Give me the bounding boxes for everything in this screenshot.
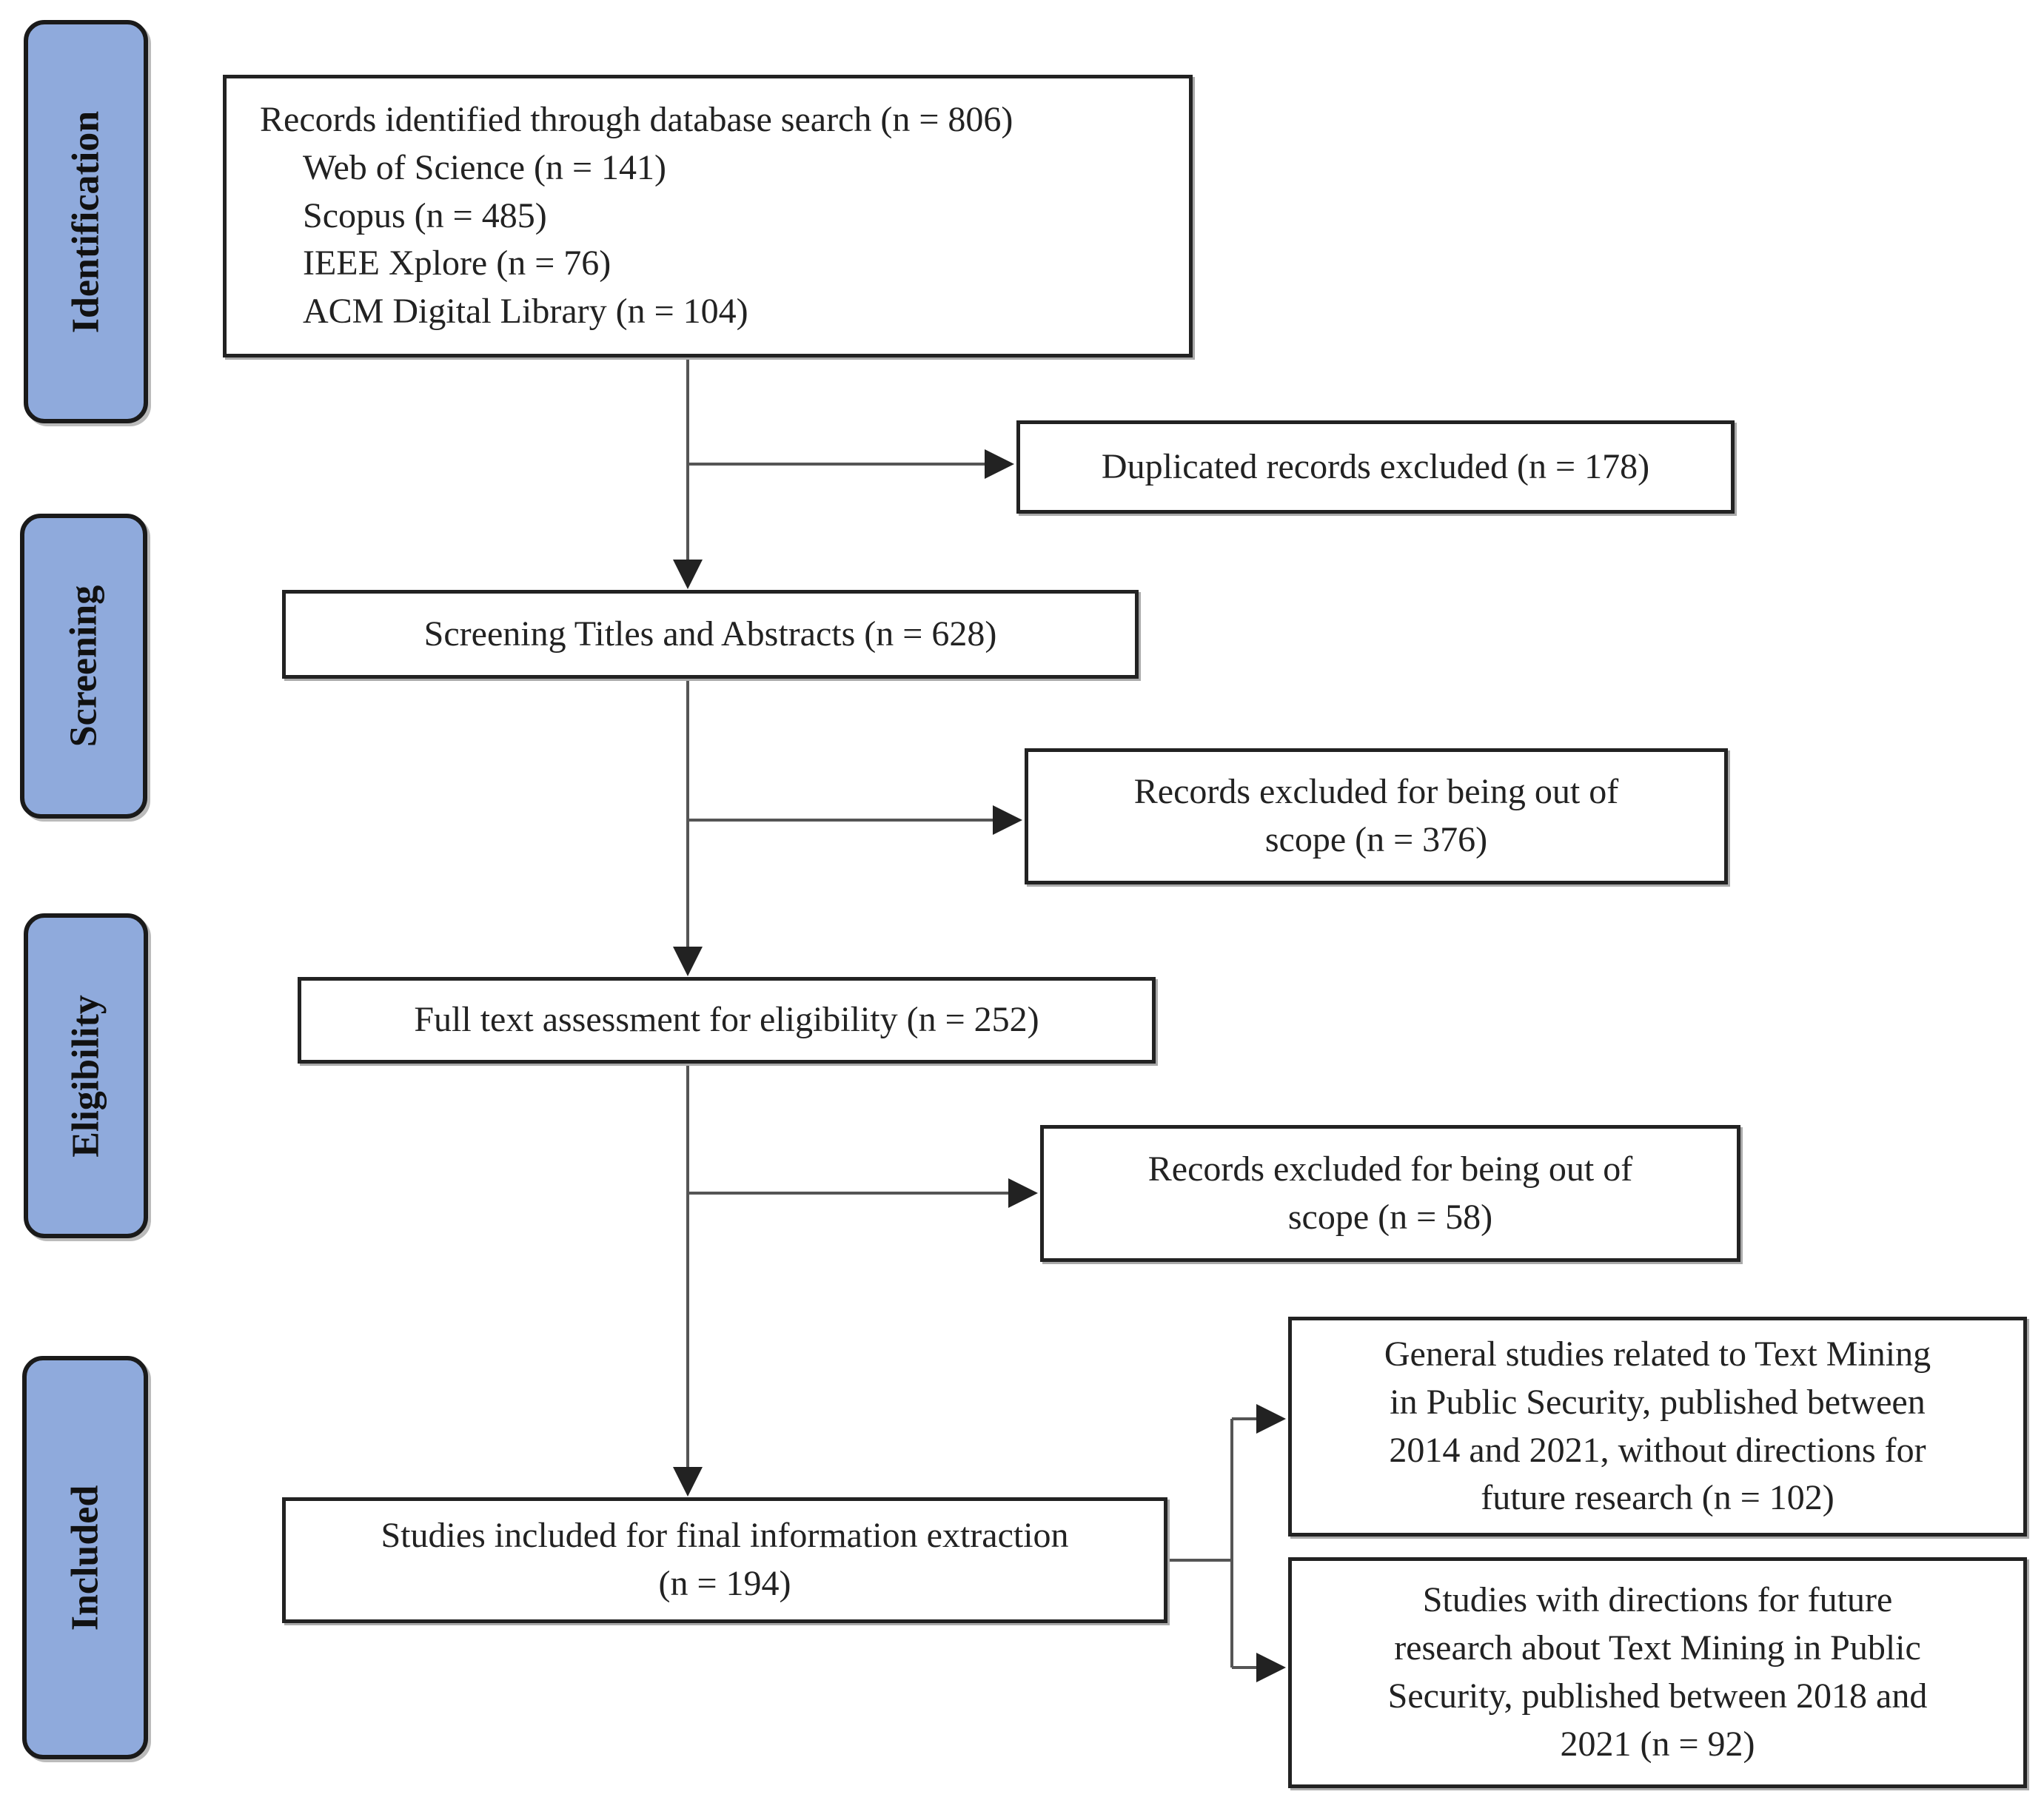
source-item: IEEE Xplore (n = 76) <box>303 244 611 283</box>
general-studies-box: General studies related to Text Mining in… <box>1288 1317 2027 1537</box>
duplicates-box: Duplicated records excluded (n = 178) <box>1016 420 1735 514</box>
box-text: in Public Security, published between <box>1390 1382 1926 1422</box>
box-text: future research (n = 102) <box>1481 1478 1834 1518</box>
source-item: ACM Digital Library (n = 104) <box>303 292 748 332</box>
stage-included: Included <box>22 1356 148 1759</box>
box-text: Duplicated records excluded (n = 178) <box>1101 446 1650 486</box>
identified-records-box: Records identified through database sear… <box>223 75 1193 357</box>
excluded-scope-2-box: Records excluded for being out of scope (… <box>1040 1125 1740 1262</box>
identified-title: Records identified through database sear… <box>260 100 1013 139</box>
box-text: Screening Titles and Abstracts (n = 628) <box>423 614 997 654</box>
box-text: Studies with directions for future <box>1422 1580 1893 1620</box>
stage-identification: Identification <box>24 20 148 423</box>
box-text: Studies included for final information e… <box>381 1516 1069 1556</box>
box-text: Records excluded for being out of <box>1147 1149 1633 1189</box>
future-research-box: Studies with directions for future resear… <box>1288 1557 2027 1788</box>
box-text: scope (n = 58) <box>1287 1197 1493 1237</box>
stage-eligibility: Eligibility <box>24 913 148 1238</box>
box-text: Records excluded for being out of <box>1133 772 1619 812</box>
stage-screening: Screening <box>20 514 147 819</box>
box-text: 2021 (n = 92) <box>1560 1724 1755 1764</box>
box-text: research about Text Mining in Public <box>1394 1628 1921 1668</box>
box-text: (n = 194) <box>658 1564 791 1603</box>
box-text: scope (n = 376) <box>1264 820 1488 859</box>
box-text: Security, published between 2018 and <box>1387 1676 1928 1716</box>
source-item: Scopus (n = 485) <box>303 195 547 235</box>
box-text: Full text assessment for eligibility (n … <box>414 1000 1039 1040</box>
fulltext-box: Full text assessment for eligibility (n … <box>298 977 1156 1064</box>
box-text: General studies related to Text Mining <box>1384 1334 1931 1374</box>
included-box: Studies included for final information e… <box>282 1497 1167 1623</box>
source-item: Web of Science (n = 141) <box>303 147 667 187</box>
box-text: 2014 and 2021, without directions for <box>1389 1430 1926 1470</box>
screening-box: Screening Titles and Abstracts (n = 628) <box>282 590 1139 679</box>
excluded-scope-1-box: Records excluded for being out of scope (… <box>1025 748 1728 884</box>
